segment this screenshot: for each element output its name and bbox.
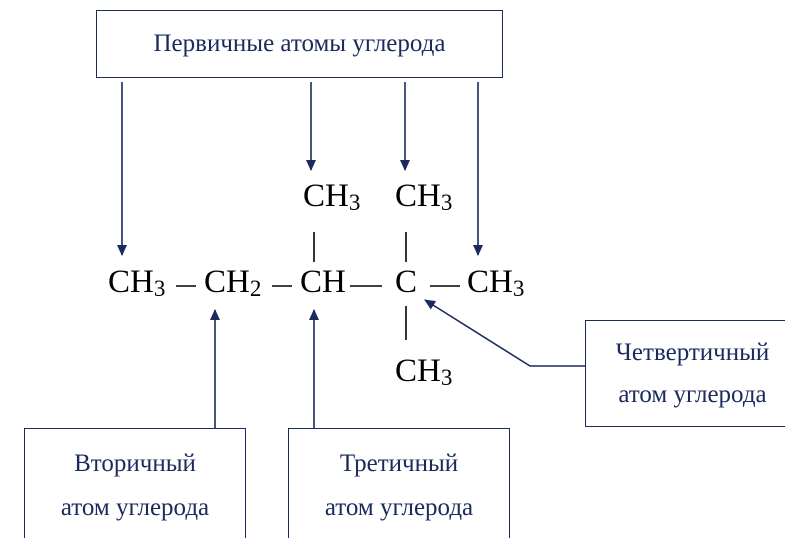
group-ch-text: CH — [300, 264, 346, 300]
tertiary-carbon-label-line2: атом углерода — [324, 493, 474, 521]
group-ch3-top-on-c-base: CH — [395, 178, 441, 214]
group-ch3-right-base: CH — [467, 264, 513, 300]
group-ch3-top-on-ch: CH3 — [303, 178, 361, 216]
group-ch2-base: CH — [204, 264, 250, 300]
quaternary-carbon-label-box: Четвертичный атом углерода — [585, 320, 785, 427]
group-ch: CH — [300, 266, 346, 299]
tertiary-carbon-label-line1: Третичный — [339, 449, 459, 477]
group-c-text: C — [395, 264, 418, 300]
group-ch2: CH2 — [204, 264, 262, 302]
group-ch3-left-sub: 3 — [153, 275, 166, 302]
arrow-quaternary — [424, 299, 585, 367]
secondary-carbon-label-line2: атом углерода — [60, 493, 210, 521]
group-ch3-right: CH3 — [467, 264, 525, 302]
group-ch3-top-on-c-sub: 3 — [440, 189, 453, 216]
group-ch3-top-on-ch-base: CH — [303, 178, 349, 214]
group-c: C — [395, 266, 417, 299]
quaternary-carbon-label-line1: Четвертичный — [615, 338, 770, 366]
group-ch3-bottom-on-c-sub: 3 — [440, 364, 453, 391]
quaternary-carbon-label-line2: атом углерода — [618, 380, 767, 408]
group-ch3-bottom-on-c-base: CH — [395, 353, 441, 389]
group-ch3-top-on-ch-sub: 3 — [348, 189, 361, 216]
secondary-carbon-label-line1: Вторичный — [74, 449, 196, 477]
primary-carbon-label-box: Первичные атомы углерода — [96, 10, 503, 78]
group-ch2-sub: 2 — [249, 275, 262, 302]
tertiary-carbon-label-box: Третичный атом углерода — [288, 428, 510, 538]
secondary-carbon-label-box: Вторичный атом углерода — [24, 428, 246, 538]
group-ch3-top-on-c: CH3 — [395, 178, 453, 216]
group-ch3-bottom-on-c: CH3 — [395, 353, 453, 391]
primary-carbon-label: Первичные атомы углерода — [153, 30, 446, 57]
group-ch3-left: CH3 — [108, 264, 166, 302]
group-ch3-left-base: CH — [108, 264, 154, 300]
group-ch3-right-sub: 3 — [512, 275, 525, 302]
